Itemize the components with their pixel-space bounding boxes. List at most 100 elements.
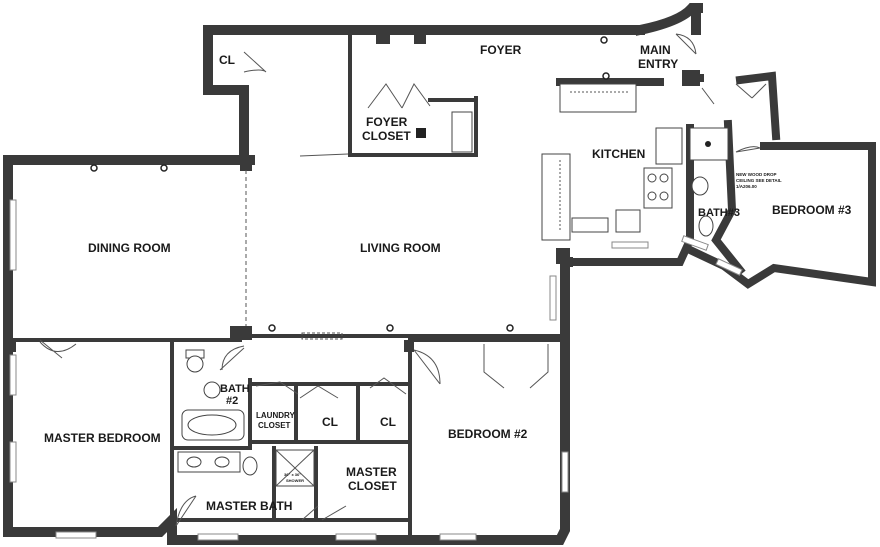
- label-bath2-1: BATH: [220, 383, 250, 395]
- kitchen-fridge: [655, 127, 683, 165]
- door-shower: [301, 505, 319, 521]
- label-bedroom3: BEDROOM #3: [772, 203, 852, 217]
- window-kitchen: [611, 241, 649, 249]
- door-bed3: [735, 146, 761, 153]
- room-labels: FOYER MAIN ENTRY CL FOYER CLOSET KITCHEN…: [44, 43, 852, 513]
- foyer-closet-shelf: [451, 111, 473, 153]
- window-bed3-1: [681, 235, 709, 251]
- opening-living-divider: [299, 153, 349, 157]
- window-bedroom2: [439, 533, 477, 541]
- fixtures: [177, 83, 729, 487]
- label-dining-room: DINING ROOM: [88, 241, 171, 255]
- window-bath-bottom-2: [335, 533, 377, 541]
- wall-bath3-right: [711, 119, 746, 276]
- shower-x-2: [275, 449, 315, 487]
- wall-entry-east: [735, 71, 781, 141]
- window-master-2: [9, 441, 17, 483]
- label-bath2-2: #2: [226, 395, 238, 407]
- bath2-sink: [203, 381, 221, 399]
- burner-4: [659, 191, 669, 201]
- light-living-1: [268, 324, 276, 332]
- label-laundry-2: CLOSET: [258, 421, 291, 430]
- door-master-bed: [39, 339, 77, 359]
- note-ceiling-1: NEW WOOD DROP: [736, 172, 777, 177]
- column-5: [404, 340, 414, 352]
- bath3-drain: [705, 141, 711, 147]
- burner-3: [647, 191, 657, 201]
- kitchen-counter-bottom: [571, 217, 609, 233]
- door-master-bath: [175, 495, 197, 527]
- door-cl-mid-1: [299, 385, 339, 399]
- window-bedroom2-side: [561, 451, 569, 493]
- openings: [245, 153, 349, 340]
- door-bed2-closet: [483, 344, 549, 389]
- wall-blocks: [4, 32, 700, 352]
- label-cl-top: CL: [219, 53, 235, 67]
- opening-living-bottom: [301, 332, 343, 340]
- bath2-tub-inner: [187, 414, 237, 436]
- light-foyer: [600, 36, 608, 44]
- window-bed3-2: [715, 258, 743, 276]
- window-bath-bottom: [197, 533, 239, 541]
- note-ceiling-2: CEILING SEE DETAIL: [736, 178, 782, 183]
- note-ceiling-3: 1/A206.00: [736, 184, 757, 189]
- burner-2: [659, 173, 669, 183]
- door-main-entry: [675, 33, 697, 55]
- master-toilet: [242, 456, 258, 476]
- column-7: [240, 155, 252, 171]
- master-sink-2: [214, 456, 230, 468]
- light-living-2: [386, 324, 394, 332]
- column-6: [556, 248, 570, 264]
- annotations: NEW WOOD DROP CEILING SEE DETAIL 1/A206.…: [284, 172, 782, 483]
- kitchen-counter-top: [559, 83, 637, 113]
- light-living-3: [506, 324, 514, 332]
- note-shower-2: SHOWER: [286, 478, 304, 483]
- label-bath3: BATH#3: [698, 207, 740, 219]
- label-foyer-closet-2: CLOSET: [362, 129, 411, 143]
- interior-walls: [6, 32, 567, 542]
- wall-entry-curve: [634, 2, 703, 36]
- doors: [39, 33, 767, 527]
- column-4: [230, 326, 252, 340]
- column-3: [682, 70, 700, 86]
- light-dining-2: [160, 164, 168, 172]
- door-master-closet: [321, 505, 347, 521]
- wall-dining-outer: [3, 155, 255, 345]
- lights: [90, 36, 610, 332]
- wall-bedroom2-outer: [405, 331, 570, 545]
- door-kitchen-bath3: [701, 87, 715, 105]
- windows: [9, 199, 743, 541]
- bath2-toilet: [186, 355, 204, 373]
- window-living-right: [549, 275, 557, 321]
- label-main-entry-2: ENTRY: [638, 57, 678, 71]
- label-master-closet-2: CLOSET: [348, 479, 397, 493]
- label-master-bath: MASTER BATH: [206, 499, 292, 513]
- column-1: [376, 32, 390, 44]
- door-cl-top: [243, 51, 267, 73]
- wall-bath3: [566, 124, 694, 266]
- light-dining-1: [90, 164, 98, 172]
- window-master-1: [9, 354, 17, 396]
- kitchen-range: [643, 167, 673, 209]
- kitchen-sink: [615, 209, 641, 233]
- label-master-closet-1: MASTER: [346, 465, 397, 479]
- column-2: [414, 32, 426, 44]
- label-laundry-1: LAUNDRY: [256, 411, 295, 420]
- column-9: [4, 340, 16, 352]
- label-cl-mid-1: CL: [322, 415, 338, 429]
- label-living-room: LIVING ROOM: [360, 241, 441, 255]
- wall-living-right: [560, 257, 573, 341]
- kitchen-counter-left: [541, 153, 571, 241]
- window-dining: [9, 199, 17, 271]
- note-shower-1: 36" x 36": [284, 472, 301, 477]
- window-master-bottom: [55, 531, 97, 539]
- door-laundry: [255, 381, 299, 395]
- label-master-bedroom: MASTER BEDROOM: [44, 431, 161, 445]
- master-sink-1: [186, 456, 202, 468]
- label-foyer: FOYER: [480, 43, 522, 57]
- door-foyer-closet: [367, 83, 431, 109]
- label-main-entry-1: MAIN: [640, 43, 671, 57]
- label-kitchen: KITCHEN: [592, 147, 645, 161]
- bath3-sink: [691, 176, 709, 196]
